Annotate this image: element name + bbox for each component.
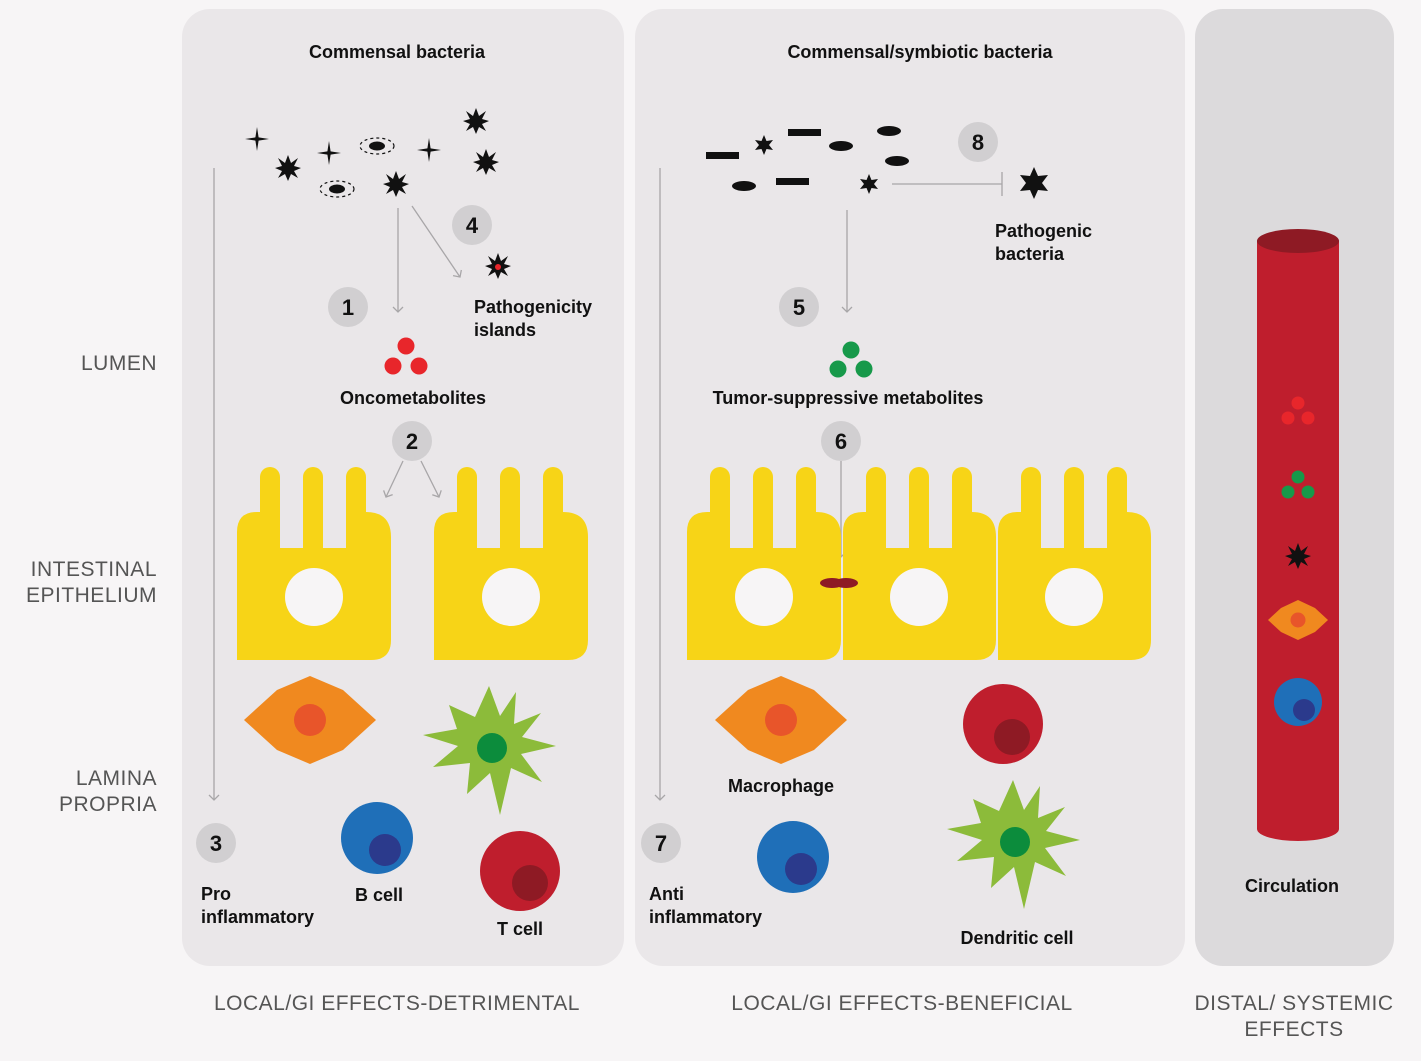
t-cell-icon — [963, 684, 1043, 764]
oncometabolites-icon — [384, 337, 428, 375]
epithelial-cell — [998, 467, 1151, 660]
epithelial-cell — [434, 467, 588, 660]
footer-systemic-1: DISTAL/ SYSTEMIC — [1195, 992, 1394, 1015]
circulating-oncometabolites-icon — [1281, 396, 1315, 425]
svg-text:7: 7 — [655, 831, 667, 856]
badge-1: 1 — [328, 287, 368, 327]
inhibition-line — [892, 172, 1003, 196]
label-pathogenicity-2: islands — [474, 320, 536, 340]
badge-5: 5 — [779, 287, 819, 327]
label-tumor-suppressive: Tumor-suppressive metabolites — [713, 388, 984, 408]
badge-8: 8 — [958, 122, 998, 162]
footer-detrimental: LOCAL/GI EFFECTS-DETRIMENTAL — [214, 992, 580, 1015]
circulating-suppressive-metabolites-icon — [1281, 470, 1315, 499]
badge-4: 4 — [452, 205, 492, 245]
label-epithelium-1: INTESTINAL — [31, 558, 157, 581]
dendritic-cell-icon — [947, 780, 1080, 909]
svg-text:3: 3 — [210, 831, 222, 856]
label-pro-2: inflammatory — [201, 907, 314, 927]
epithelial-cell — [237, 467, 391, 660]
badge-2: 2 — [392, 421, 432, 461]
t-cell-icon — [480, 831, 560, 911]
label-lamina-2: PROPRIA — [59, 793, 157, 816]
label-epithelium-2: EPITHELIUM — [26, 584, 157, 607]
svg-text:4: 4 — [466, 213, 479, 238]
label-anti-1: Anti — [649, 884, 684, 904]
b-cell-icon — [757, 821, 829, 893]
epithelial-cell — [687, 467, 841, 660]
label-macrophage: Macrophage — [728, 776, 834, 796]
label-anti-2: inflammatory — [649, 907, 762, 927]
pathogenicity-bacterium-icon — [485, 253, 511, 279]
footer-beneficial: LOCAL/GI EFFECTS-BENEFICIAL — [731, 992, 1072, 1015]
footer-systemic-2: EFFECTS — [1244, 1018, 1343, 1041]
label-oncometabolites: Oncometabolites — [340, 388, 486, 408]
macrophage-icon — [244, 676, 376, 764]
label-b-cell: B cell — [355, 885, 403, 905]
b-cell-icon — [341, 802, 413, 874]
arrows-detrimental — [208, 168, 462, 801]
svg-text:5: 5 — [793, 295, 805, 320]
blood-vessel-icon — [1257, 229, 1339, 841]
circulating-bacterium-icon — [1285, 543, 1311, 569]
label-lumen: LUMEN — [81, 352, 157, 375]
badge-7: 7 — [641, 823, 681, 863]
label-pathogenic-2: bacteria — [995, 244, 1065, 264]
circulating-macrophage-icon — [1268, 600, 1328, 640]
circulating-b-cell-icon — [1274, 678, 1322, 726]
svg-text:1: 1 — [342, 295, 354, 320]
label-lamina-1: LAMINA — [76, 767, 157, 790]
title-beneficial: Commensal/symbiotic bacteria — [787, 42, 1053, 62]
label-dendritic-cell: Dendritic cell — [960, 928, 1073, 948]
badge-6: 6 — [821, 421, 861, 461]
label-t-cell: T cell — [497, 919, 543, 939]
tight-junction-icon — [820, 578, 858, 588]
label-pro-1: Pro — [201, 884, 231, 904]
tumor-suppressive-metabolites-icon — [829, 341, 873, 378]
svg-text:2: 2 — [406, 429, 418, 454]
title-detrimental: Commensal bacteria — [309, 42, 486, 62]
label-pathogenic-1: Pathogenic — [995, 221, 1092, 241]
epithelial-cell — [843, 467, 996, 660]
label-pathogenicity-1: Pathogenicity — [474, 297, 592, 317]
label-circulation: Circulation — [1245, 876, 1339, 896]
symbiotic-bacteria-cluster — [706, 126, 909, 194]
svg-text:6: 6 — [835, 429, 847, 454]
dendritic-cell-icon — [423, 686, 556, 815]
macrophage-icon — [715, 676, 847, 764]
svg-text:8: 8 — [972, 130, 984, 155]
badge-3: 3 — [196, 823, 236, 863]
